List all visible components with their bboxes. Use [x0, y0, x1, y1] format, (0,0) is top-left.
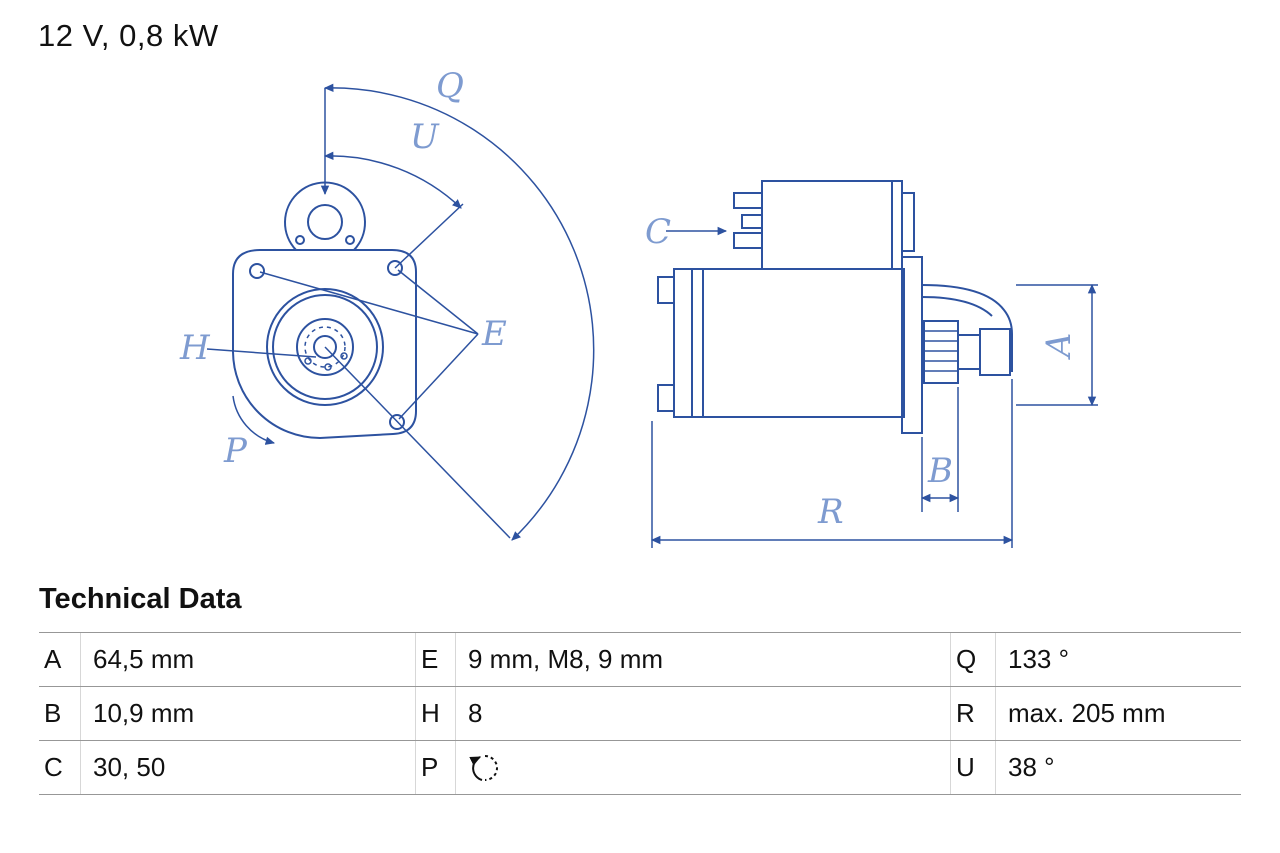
front-view-drawing	[232, 181, 417, 440]
spec-value: max. 205 mm	[995, 687, 1241, 740]
spec-key: E	[415, 633, 455, 686]
starter-motor-technical-drawing: Q U E H P C A B R	[179, 66, 1098, 548]
q-angle-arc	[323, 83, 595, 541]
spec-value: 30, 50	[80, 741, 415, 794]
spec-key: R	[950, 687, 995, 740]
technical-data-table: A 64,5 mm E 9 mm, M8, 9 mm Q 133 ° B 10,…	[39, 632, 1241, 795]
table-row: A 64,5 mm E 9 mm, M8, 9 mm Q 133 °	[39, 633, 1241, 687]
hub-detail-1	[304, 357, 312, 365]
technical-data-section: Technical Data A 64,5 mm E 9 mm, M8, 9 m…	[39, 583, 1241, 795]
spec-key: P	[415, 741, 455, 794]
spec-key: Q	[950, 633, 995, 686]
drive-shaft	[957, 334, 981, 370]
e-pointer-1	[259, 271, 479, 335]
spec-value: 8	[455, 687, 950, 740]
rear-end-cap	[673, 268, 693, 418]
front-view-dimensions	[206, 83, 595, 541]
dimension-label-p: P	[223, 431, 248, 471]
side-view-dimensions	[650, 226, 1098, 548]
u-angle-arc	[323, 151, 462, 209]
p-rotation-arrow	[232, 395, 276, 445]
pinion-teeth	[924, 330, 958, 372]
hub-detail-3	[340, 352, 348, 360]
voltage-power-label: 12 V, 0,8 kW	[38, 18, 219, 53]
rear-tab-top	[657, 276, 675, 304]
dimension-label-h: H	[179, 328, 211, 368]
spec-value	[455, 741, 950, 794]
spec-key: B	[44, 698, 62, 728]
spec-key: C	[44, 752, 63, 782]
motor-cylinder	[691, 268, 905, 418]
side-view-drawing	[657, 180, 1013, 434]
dimension-label-a: A	[1039, 333, 1079, 361]
solenoid-body	[761, 180, 903, 270]
table-row: C 30, 50 P U 38 °	[39, 741, 1241, 795]
spec-value: 9 mm, M8, 9 mm	[455, 633, 950, 686]
terminal-stud-1	[733, 192, 763, 209]
bolt-hole-top-left	[249, 263, 265, 279]
spec-value: 10,9 mm	[80, 687, 415, 740]
end-bearing	[979, 328, 1011, 376]
table-row: B 10,9 mm H 8 R max. 205 mm	[39, 687, 1241, 741]
terminal-stud-2	[741, 214, 763, 229]
technical-data-title: Technical Data	[39, 583, 242, 615]
dimension-label-c: C	[645, 212, 671, 252]
dimension-label-b: B	[927, 451, 953, 491]
u-angle-ray	[394, 203, 464, 269]
spec-key: H	[415, 687, 455, 740]
dimension-labels: Q U E H P C A B R	[179, 66, 1079, 532]
q-angle-ray	[324, 346, 511, 539]
mounting-flange	[901, 256, 923, 434]
dimension-label-e: E	[481, 314, 507, 354]
ear-hole	[307, 204, 343, 240]
h-pointer	[206, 348, 317, 358]
ear-rivet-right	[345, 235, 355, 245]
counterclockwise-rotation-icon	[469, 754, 498, 781]
e-pointer-3	[398, 333, 479, 420]
dimension-label-u: U	[410, 117, 440, 157]
spec-value: 133 °	[995, 633, 1241, 686]
solenoid-end-step	[901, 192, 915, 252]
spec-key: U	[950, 741, 995, 794]
dimension-label-q: Q	[436, 66, 464, 106]
dimension-label-r: R	[817, 492, 844, 532]
spec-value: 64,5 mm	[80, 633, 415, 686]
rear-tab-bottom	[657, 384, 675, 412]
terminal-stud-3	[733, 232, 763, 249]
spec-key: A	[44, 644, 62, 674]
drive-bracket-inner	[921, 296, 993, 317]
ear-rivet-left	[295, 235, 305, 245]
drive-bracket-outer	[921, 284, 1013, 372]
spec-value: 38 °	[995, 741, 1241, 794]
e-pointer-2	[397, 269, 479, 335]
